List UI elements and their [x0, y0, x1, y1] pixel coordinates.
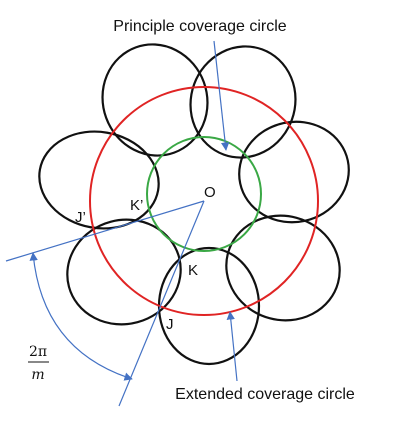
radial-line-lower	[118, 200, 205, 407]
angle-numerator: 2π	[29, 344, 47, 360]
principle-circle-pointer	[213, 40, 230, 151]
extended-coverage-circle	[89, 86, 319, 316]
point-k-label: K	[188, 262, 198, 279]
petal-left	[38, 130, 160, 230]
radial-line-upper	[5, 200, 205, 262]
petal-bottom	[157, 246, 261, 366]
petal-top-right	[189, 45, 297, 159]
angle-arc	[29, 252, 133, 381]
guide-lines	[5, 200, 205, 407]
principle-circle-label: Principle coverage circle	[113, 18, 287, 35]
point-o-label: O	[204, 184, 216, 201]
point-k-prime-label: K’	[130, 197, 143, 214]
extended-circle-pointer	[226, 311, 238, 382]
point-j-label: J	[166, 316, 174, 333]
angle-denominator: m	[31, 367, 44, 383]
principle-coverage-circle	[146, 136, 262, 252]
angle-fraction: 2π m	[28, 344, 49, 383]
point-j-prime-label: J’	[75, 209, 86, 226]
petal-top-left	[101, 43, 209, 157]
extended-circle-label: Extended coverage circle	[175, 386, 355, 403]
